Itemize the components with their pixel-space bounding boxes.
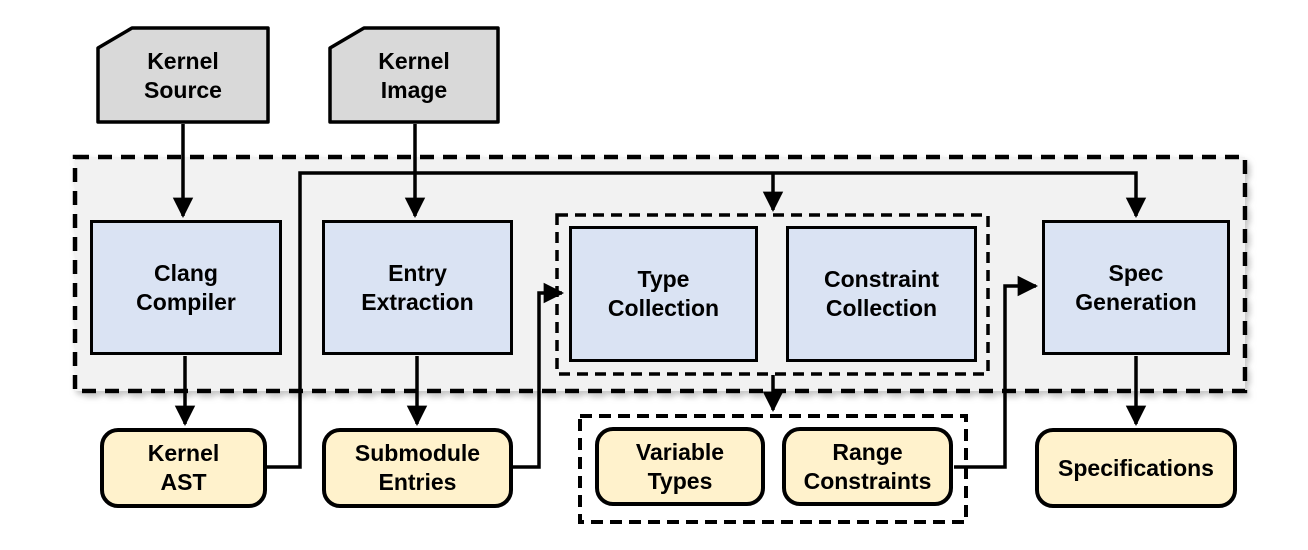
- node-submodule-entries: Submodule Entries: [322, 428, 513, 508]
- node-type-collection: Type Collection: [569, 226, 758, 362]
- kernel-ast-label: Kernel AST: [147, 440, 220, 495]
- type-collection-label: Type Collection: [607, 266, 720, 321]
- kernel-image-shape: [328, 26, 500, 124]
- spec-generation-label: Spec Generation: [1075, 259, 1197, 315]
- kernel-source-label: Kernel Source: [144, 47, 222, 103]
- results-group-box: [578, 414, 968, 524]
- variable-types-label: Variable Types: [635, 438, 725, 494]
- range-constraints-label: Range Constraints: [803, 438, 932, 494]
- node-clang-compiler: Clang Compiler: [90, 220, 282, 355]
- node-specifications: Specifications: [1035, 428, 1237, 508]
- node-range-constraints: Range Constraints: [782, 427, 953, 506]
- edge-kernel-ast-feedback-to-specgen: [267, 171, 1147, 469]
- node-constraint-collection: Constraint Collection: [786, 226, 977, 362]
- node-kernel-source: Kernel Source: [98, 28, 268, 123]
- kernel-image-label: Kernel Image: [378, 47, 450, 103]
- node-entry-extraction: Entry Extraction: [322, 220, 513, 355]
- entry-extraction-label: Entry Extraction: [361, 259, 474, 315]
- node-spec-generation: Spec Generation: [1042, 220, 1230, 355]
- kernel-source-shape: [96, 26, 270, 124]
- node-kernel-image: Kernel Image: [330, 28, 498, 123]
- submodule-entries-label: Submodule Entries: [354, 440, 481, 495]
- edge-submodule-to-collections: [513, 282, 565, 469]
- constraint-collection-label: Constraint Collection: [824, 266, 939, 321]
- specifications-label: Specifications: [1058, 454, 1214, 481]
- clang-compiler-label: Clang Compiler: [136, 259, 236, 315]
- edge-range-constraints-to-specgen: [954, 275, 1039, 469]
- node-variable-types: Variable Types: [595, 427, 765, 506]
- node-kernel-ast: Kernel AST: [100, 428, 267, 508]
